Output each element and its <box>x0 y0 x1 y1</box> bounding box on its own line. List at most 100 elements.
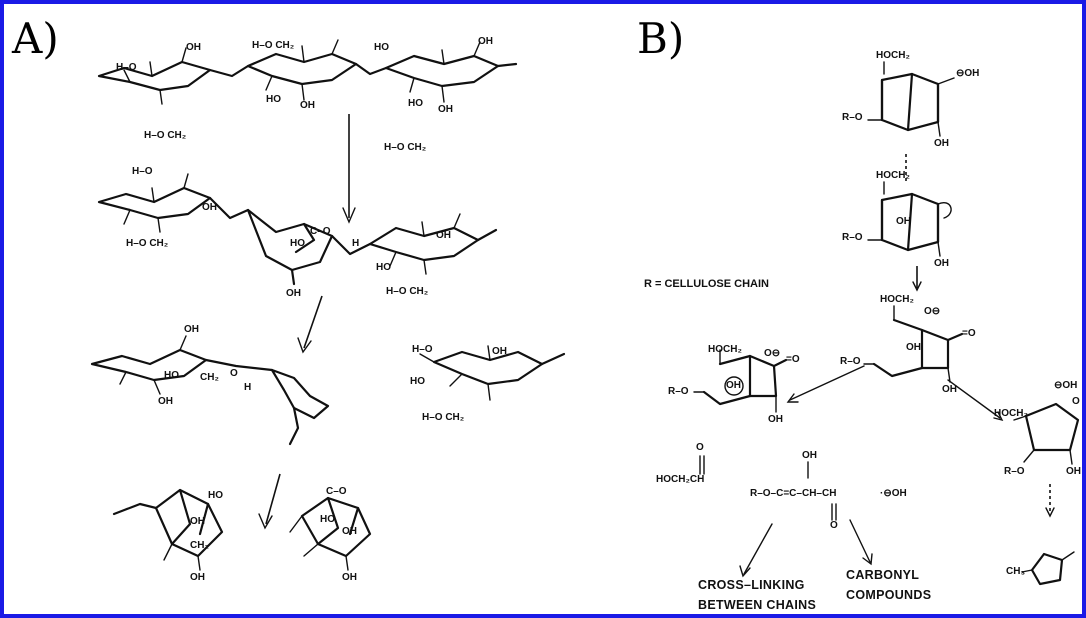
label-b4-hoch2: HOCH₂ <box>708 344 742 355</box>
label-a4-oh-b: OH <box>342 526 357 537</box>
label-b5-oh-neg: ⊖OH <box>1054 380 1078 391</box>
label-b2-hoch2: HOCH₂ <box>876 170 910 181</box>
label-a1-h-o-ch2-b: H–O CH₂ <box>144 130 187 141</box>
label-b2-oh: OH <box>896 216 911 227</box>
label-b3-oh: OH <box>906 342 921 353</box>
panel-label-a: A) <box>12 14 59 63</box>
label-b4-oh-b: OH <box>768 414 783 425</box>
label-a3-ho-b: HO <box>410 376 425 387</box>
label-b2-r-o: R–O <box>842 232 863 243</box>
label-a3-h: H <box>244 382 252 393</box>
arrow-a3 <box>265 473 281 525</box>
furanose-s5 <box>1013 402 1080 465</box>
outcome-carbonyl-line1: CARBONYL <box>846 568 920 582</box>
label-b4-r-o: R–O <box>668 386 689 397</box>
label-a1-oh-3: OH <box>478 36 493 47</box>
arrow-a2 <box>303 295 323 349</box>
label-b1-oh: OH <box>934 138 949 149</box>
label-a3-oh-b: OH <box>158 396 173 407</box>
label-a4-oh-d: OH <box>342 572 357 583</box>
label-b4-o-eq: =O <box>786 354 800 365</box>
label-a2-h-o-ch2-b: H–O CH₂ <box>386 286 429 297</box>
arrowhead-cross-linking <box>739 565 751 578</box>
label-a3-h-o-ch2: H–O CH₂ <box>422 412 465 423</box>
furan-product <box>1021 551 1075 586</box>
arrow-b3-left <box>789 365 865 401</box>
outcome-cross-linking-line2: BETWEEN CHAINS <box>698 598 817 612</box>
label-b5-oh: OH <box>1066 466 1081 477</box>
label-b3-o-eq: =O <box>962 328 976 339</box>
label-a1-oh-4: OH <box>438 104 453 115</box>
label-product-ch3: CH₃ <box>1006 566 1026 577</box>
label-a2-h-o: H–O <box>132 166 153 177</box>
cellulose-chain-row2 <box>97 173 498 286</box>
label-b2-oh-b: OH <box>934 258 949 269</box>
label-a4-oh-a: OH <box>190 516 205 527</box>
label-product-o-bottom: O <box>830 520 838 531</box>
arrowhead-carbonyl <box>862 553 873 566</box>
arrowhead-a3 <box>258 513 273 530</box>
label-b1-oh-neg: ⊖OH <box>956 68 980 79</box>
label-a1-h-o: H–O <box>116 62 137 73</box>
label-a2-c-o: C–O <box>310 226 331 237</box>
label-b5-o: O <box>1072 396 1080 407</box>
label-a1-h-o-ch2: H–O CH₂ <box>252 40 295 51</box>
label-a3-ch2: CH₂ <box>200 372 219 383</box>
label-a2-h-o-ch2: H–O CH₂ <box>126 238 169 249</box>
arrow-cross-linking <box>743 523 773 575</box>
label-a2-ho-a: HO <box>290 238 305 249</box>
label-a2-h: H <box>352 238 360 249</box>
arrowhead-b2 <box>912 281 922 292</box>
label-a4-ho-b: HO <box>320 514 335 525</box>
outcome-cross-linking-line1: CROSS–LINKING <box>698 578 805 592</box>
label-a4-ho-a: HO <box>208 490 223 501</box>
label-a2-oh-b: OH <box>436 230 451 241</box>
label-a3-h-o: H–O <box>412 344 433 355</box>
label-b5-hoch2: HOCH₂ <box>994 408 1028 419</box>
arrowhead-b3-right <box>993 411 1004 422</box>
label-a2-ho-b: HO <box>376 262 391 273</box>
glucose-ring-s2 <box>867 181 952 257</box>
label-product-hoch2ch: HOCH₂CH <box>656 474 705 485</box>
label-a4-oh-c: OH <box>190 572 205 583</box>
arrowhead-b5 <box>1045 507 1055 518</box>
label-b3-r-o: R–O <box>840 356 861 367</box>
label-a3-oh-c: OH <box>492 346 507 357</box>
label-a4-ch2: CH₂ <box>190 540 209 551</box>
arrow-carbonyl <box>849 519 871 563</box>
label-product-oh-top: OH <box>802 450 817 461</box>
label-b1-r-o: R–O <box>842 112 863 123</box>
label-a1-ho-3: HO <box>408 98 423 109</box>
arrow-b3-right <box>947 379 1001 419</box>
glucose-ring-s1 <box>867 61 955 137</box>
open-chain-s4 <box>693 349 788 413</box>
label-a1-ho-1: HO <box>266 94 281 105</box>
label-a1-oh-1: OH <box>186 42 201 53</box>
label-product-o-top: O <box>696 442 704 453</box>
label-a1-h-o-ch2-c: H–O CH₂ <box>384 142 427 153</box>
enol-bonds <box>807 461 837 521</box>
label-b4-o-neg: O⊖ <box>764 348 781 359</box>
panel-label-b: B) <box>637 14 685 63</box>
label-a2-oh-c: OH <box>286 288 301 299</box>
reaction-diagram <box>90 39 1080 586</box>
aldehyde-bond <box>699 455 705 475</box>
label-b4-oh: OH <box>726 380 741 391</box>
label-a1-ho-2: HO <box>374 42 389 53</box>
arrowhead-b3-left <box>786 393 799 403</box>
levoglucosan-products <box>112 488 372 571</box>
cellulose-chain-note: R = CELLULOSE CHAIN <box>644 278 769 290</box>
outcome-carbonyl-line2: COMPOUNDS <box>846 588 932 602</box>
cellulose-chain-row1 <box>97 39 518 105</box>
label-a1-oh-2: OH <box>300 100 315 111</box>
label-a3-o: O <box>230 368 238 379</box>
label-b5-r-o: R–O <box>1004 466 1025 477</box>
label-b3-oh-b: OH <box>942 384 957 395</box>
label-product-oh-neg: ·⊖OH <box>880 488 907 499</box>
open-chain-s3 <box>863 305 964 383</box>
arrowhead-a2 <box>297 337 312 354</box>
label-b3-hoch2: HOCH₂ <box>880 294 914 305</box>
label-b3-o-neg: O⊖ <box>924 306 941 317</box>
cellulose-chain-row3 <box>90 335 566 446</box>
